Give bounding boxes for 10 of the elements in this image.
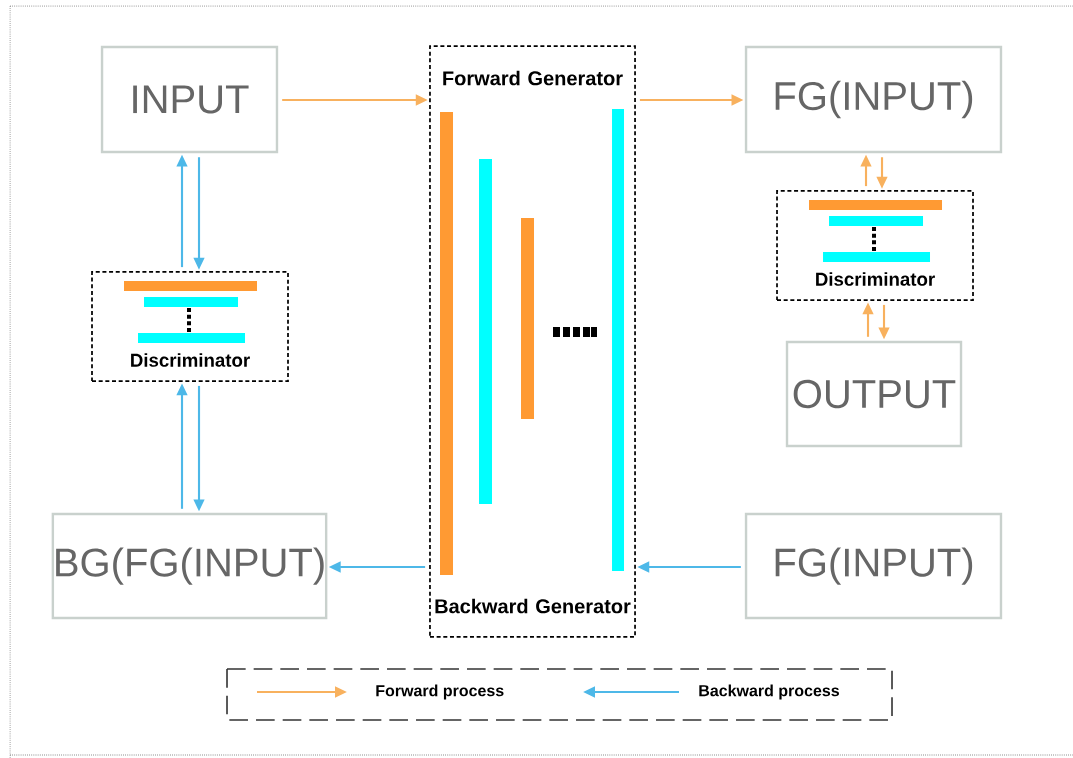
data-box: INPUT: [100, 45, 279, 154]
data-box: FG(INPUT): [744, 45, 1003, 154]
legend-label: Backward process: [699, 684, 839, 700]
data-box: BG(FG(INPUT): [51, 512, 328, 620]
legend-label: Forward process: [376, 684, 504, 700]
data-box: OUTPUT: [785, 340, 963, 448]
discriminator-box: Discriminator: [776, 190, 974, 301]
data-box: FG(INPUT): [744, 512, 1003, 620]
discriminator-box: Discriminator: [91, 271, 289, 382]
generator-box: Forward Generator Backward Generator: [429, 45, 636, 638]
